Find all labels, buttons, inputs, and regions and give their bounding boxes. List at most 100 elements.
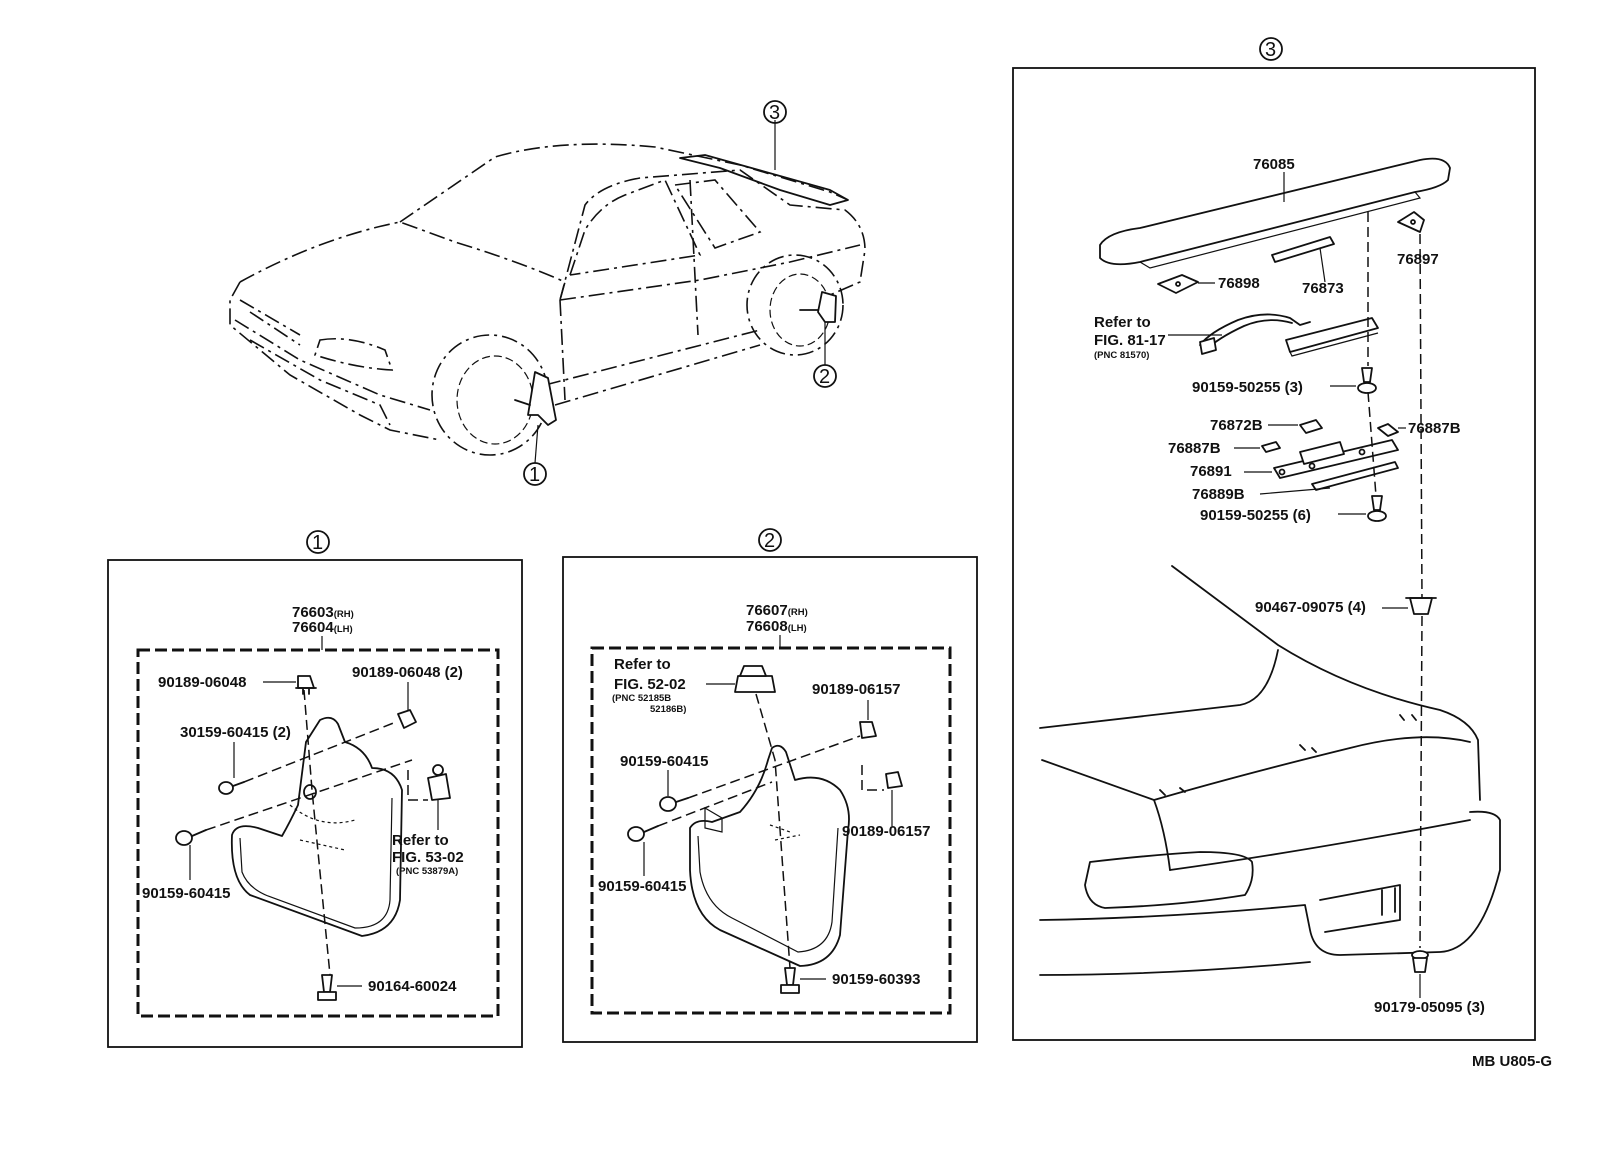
screw-c-label: 90164-60024 (368, 978, 457, 995)
stop-lamp-icon (1199, 313, 1379, 357)
mudguard-hole (303, 784, 317, 800)
car-grille (239, 299, 301, 346)
car-roof-outline (399, 143, 849, 223)
car-rear-body (1039, 565, 1501, 976)
clip-90189-06157-icon (859, 721, 877, 739)
panel-2-screw-a-label: 90159-60415 (620, 753, 708, 770)
drawing-code: MB U805-G (1472, 1053, 1552, 1070)
gasket-l-label: 76887B (1168, 440, 1221, 457)
screw-90159-60415-icon (175, 829, 207, 846)
pad-l-label: 76898 (1218, 275, 1260, 292)
clip-a-label: 90189-06048 (158, 674, 246, 691)
screw-90159-50255-6-icon (1367, 495, 1387, 522)
screw-50255-3-label: 90159-50255 (3) (1192, 379, 1303, 396)
car-headlight (313, 337, 394, 371)
panel-2-pnc-2: 52186B) (650, 704, 686, 715)
car-belt-line (559, 244, 861, 301)
gasket-76887b-l-icon (1261, 441, 1281, 453)
bracket-label: 76891 (1190, 463, 1232, 480)
screw-90159-60415-upper-icon (659, 796, 689, 812)
nut-label: 90179-05095 (3) (1374, 999, 1485, 1016)
car-side-outline (559, 169, 866, 301)
car-window-line (569, 178, 762, 276)
svg-text:2: 2 (764, 530, 775, 552)
screw-90159-60415-lower-icon (627, 825, 659, 842)
mudguard-lh-label: 76604(LH) (292, 619, 353, 636)
panel-2-screw-b-label: 90159-60415 (598, 878, 686, 895)
mudguard-lh-label-2: 76608(LH) (746, 618, 807, 635)
panel-2-clip-b-label: 90189-06157 (842, 823, 930, 840)
panel-2-callout: 2 (758, 528, 782, 552)
panel-3-fig: FIG. 81-17 (1094, 332, 1166, 349)
screw-b-label: 90159-60415 (142, 885, 230, 902)
pad-76898-icon (1157, 274, 1199, 294)
panel-3-refer: Refer to (1094, 314, 1151, 331)
screw-90164-60024-icon (317, 974, 337, 1001)
panel-1-callout: 1 (306, 530, 330, 554)
pad-76897-icon (1397, 211, 1425, 233)
panel-2-frame (562, 556, 978, 1043)
clip-b-label: 90189-06048 (2) (352, 664, 463, 681)
panel-1-front-mudguard: 1 76603(RH) 76604(LH) 90189-06048 90189-… (107, 530, 523, 1048)
panel-3-callout: 3 (1259, 37, 1283, 61)
panel-1-pnc: (PNC 53879A) (396, 866, 458, 877)
svg-text:2: 2 (819, 366, 830, 388)
clip-90189-06048-2-icon (397, 709, 417, 729)
clip-90189-06048-icon (295, 675, 317, 695)
car-overview: 3 1 2 (229, 100, 866, 486)
panel-2-pnc-1: (PNC 52185B (612, 693, 671, 704)
grommet-label: 90467-09075 (4) (1255, 599, 1366, 616)
gasket-76872b-icon (1299, 419, 1323, 434)
screw-30159-60415-icon (218, 781, 245, 795)
panel-1-assembly-box (136, 648, 500, 1018)
pad-r-label: 76897 (1397, 251, 1439, 268)
panel-2-clip-a-label: 90189-06157 (812, 681, 900, 698)
front-mudguard (230, 716, 403, 937)
car-rocker-outline (544, 329, 761, 406)
panel-2-rear-mudguard: 2 76607(RH) 76608(LH) Refer to FIG. 52-0… (562, 528, 978, 1043)
spoiler-label: 76085 (1253, 156, 1295, 173)
panel-2-refer: Refer to (614, 656, 671, 673)
seal-76889b (1311, 461, 1399, 491)
lens-76873 (1271, 236, 1335, 263)
screw-50255-6-label: 90159-50255 (6) (1200, 507, 1311, 524)
lens-label: 76873 (1302, 280, 1344, 297)
svg-text:3: 3 (769, 102, 780, 124)
car-front-mudguard (527, 371, 557, 426)
svg-text:1: 1 (529, 464, 540, 486)
screw-90159-60393-icon (780, 967, 800, 994)
clip-90189-06157-b-icon (885, 771, 903, 789)
front-wheel (456, 355, 534, 445)
panel-1-refer: Refer to (392, 832, 449, 849)
car-hood-outline (239, 221, 566, 301)
panel-2-fig: FIG. 52-02 (614, 676, 686, 693)
car-door-line (559, 179, 699, 401)
panel-2-screw-c-label: 90159-60393 (832, 971, 920, 988)
mudguard-rh-label: 76603(RH) (292, 604, 354, 621)
grommet-90467-09075-icon (1405, 597, 1437, 615)
car-rear-mudguard (817, 291, 837, 323)
panel-1-fig: FIG. 53-02 (392, 849, 464, 866)
panel-3-rear-spoiler: 3 76085 76897 76898 76873 (1012, 37, 1536, 1041)
car-front-outline (229, 281, 441, 441)
screw-a-label: 30159-60415 (2) (180, 724, 291, 741)
spoiler (1099, 157, 1451, 266)
rear-wheel-arch (746, 254, 844, 356)
car-callout-3: 3 (763, 100, 787, 124)
car-spoiler (679, 154, 849, 206)
bracket-52185b-icon (734, 665, 776, 693)
car-callout-2: 2 (813, 364, 837, 388)
rear-mudguard (689, 744, 850, 967)
bracket-53879a-icon (407, 764, 451, 801)
svg-text:1: 1 (312, 532, 323, 554)
panel-2-assembly-box (590, 646, 952, 1015)
panel-1-frame (107, 559, 523, 1048)
car-bumper-outline (234, 319, 431, 426)
screw-90159-50255-3-icon (1357, 367, 1377, 394)
gasket-76887b-r-icon (1377, 423, 1399, 437)
seal-label: 76889B (1192, 486, 1245, 503)
panel-3-frame (1012, 67, 1536, 1041)
car-callout-1: 1 (523, 462, 547, 486)
